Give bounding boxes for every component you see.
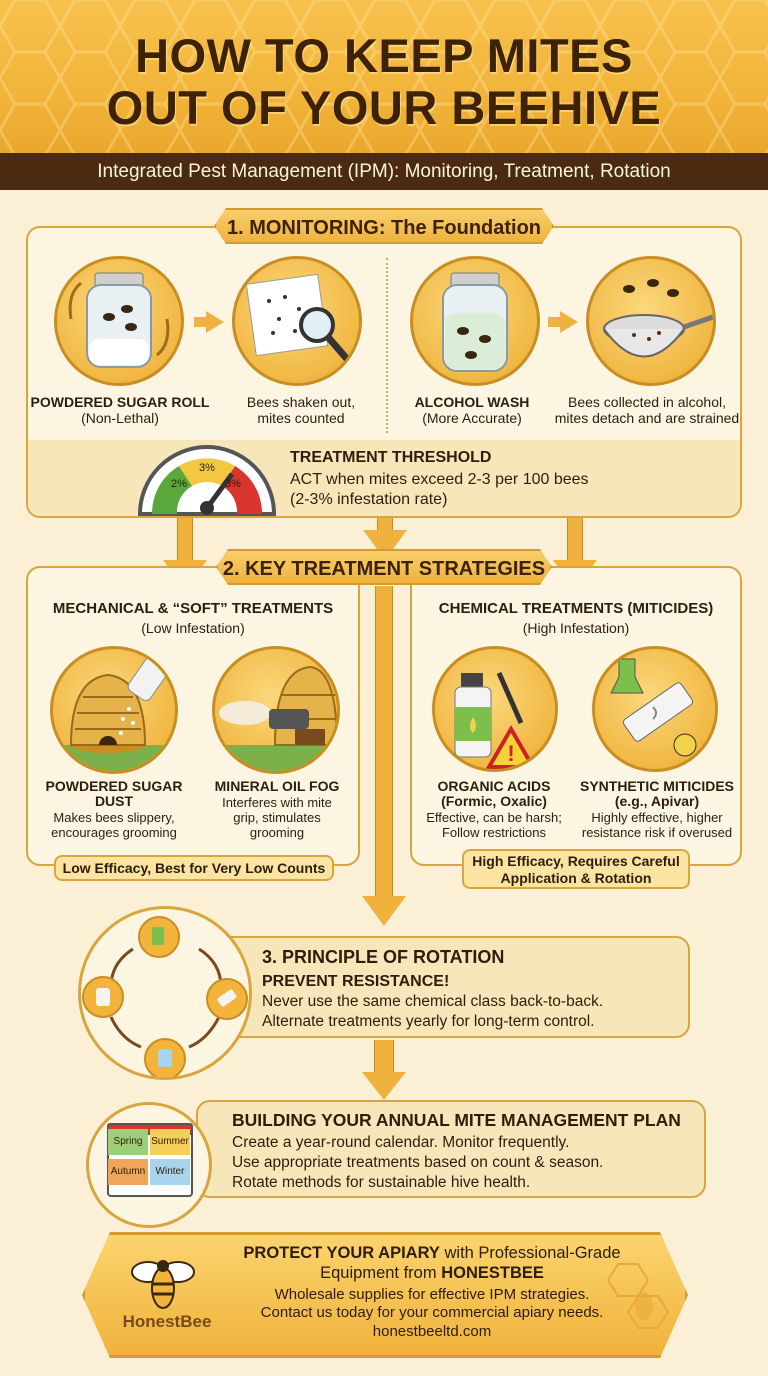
sugar-dust-skep-icon [50,646,178,774]
mite-count-paper-icon [232,256,362,386]
footer-line-2: Equipment from HONESTBEE [212,1263,652,1283]
rotation-line-1: Never use the same chemical class back-t… [262,993,604,1010]
season-winter: Winter [150,1159,190,1185]
oil-fogger-icon [212,646,340,774]
treatments-heading: 2. KEY TREATMENT STRATEGIES [216,549,552,585]
footer-line-1: PROTECT YOUR APIARY with Professional-Gr… [212,1243,652,1263]
synthetic-miticide-strip-icon [592,646,718,772]
organic-acids-title-2: (Formic, Oxalic) [441,793,547,809]
honeycomb-pattern [0,0,768,156]
monitoring-heading: 1. MONITORING: The Foundation [214,208,554,244]
gauge-label-3a: 3% [199,462,215,474]
arrow-shaft [567,518,583,562]
plan-panel [196,1100,706,1198]
footer-line-2-bold: HONESTBEE [441,1264,544,1282]
gauge-label-3b: 3% [225,478,241,490]
arrow-shaft [374,1040,394,1074]
collected-line-1: Bees collected in alcohol, [568,394,726,410]
divider [386,258,388,433]
season-autumn: Autumn [108,1159,148,1185]
arrow-shaft [177,518,193,562]
sugar-roll-subtitle: (Non-Lethal) [81,410,159,426]
shaken-line-1: Bees shaken out, [246,394,356,410]
svg-text:!: ! [507,741,514,766]
alcohol-wash-title: ALCOHOL WASH [414,394,530,410]
chemical-title: CHEMICAL TREATMENTS (MITICIDES) [438,600,714,617]
subtitle-band: Integrated Pest Management (IPM): Monito… [0,153,768,190]
synthetic-miticides-title-1: SYNTHETIC MITICIDES [579,778,734,794]
collected-line-2: mites detach and are strained [554,410,740,426]
oil-fog-title: MINERAL OIL FOG [214,778,340,794]
threshold-line-2: (2-3% infestation rate) [290,491,448,508]
threshold-gauge-icon [137,445,277,516]
honeycomb-decor-icon [606,1263,670,1329]
plan-line-3: Rotate methods for sustainable hive heal… [232,1174,531,1191]
footer-line-4: Contact us today for your commercial api… [260,1304,604,1321]
sugar-dust-line-1: Makes bees slippery, [53,810,175,825]
sugar-dust-title-1: POWDERED SUGAR [45,778,183,794]
season-summer: Summer [150,1129,190,1155]
plan-heading: BUILDING YOUR ANNUAL MITE MANAGEMENT PLA… [232,1110,681,1130]
arrow-down-icon [362,896,406,926]
organic-acids-line-2: Follow restrictions [441,825,547,840]
rotation-panel [206,936,690,1038]
arrow-shaft [377,518,393,532]
sugar-dust-title-2: DUST [94,793,134,809]
footer-line-1-bold: PROTECT YOUR APIARY [243,1244,440,1262]
chemical-subtitle: (High Infestation) [522,620,630,636]
organic-acids-line-1: Effective, can be harsh; [426,810,562,825]
footer-line-2-rest: Equipment from [320,1264,442,1282]
low-efficacy-badge: Low Efficacy, Best for Very Low Counts [54,855,334,881]
threshold-line-1: ACT when mites exceed 2-3 per 100 bees [290,471,589,488]
mechanical-subtitle: (Low Infestation) [141,620,245,636]
organic-acids-title-1: ORGANIC ACIDS [437,778,551,794]
plan-line-2: Use appropriate treatments based on coun… [232,1154,604,1171]
organic-acid-bottle-icon: ! [432,646,558,772]
rotation-subheading: PREVENT RESISTANCE! [262,973,450,990]
bee-logo-icon [131,1260,195,1309]
footer-banner [82,1232,688,1358]
header-banner: HOW TO KEEP MITES OUT OF YOUR BEEHIVE [0,0,768,156]
central-arrow-shaft [375,586,393,898]
gauge-label-2: 2% [171,478,187,490]
honestbee-logo-text: HonestBee [122,1312,212,1331]
high-efficacy-badge: High Efficacy, Requires Careful Applicat… [462,849,690,889]
mechanical-title: MECHANICAL & “SOFT” TREATMENTS [52,600,334,617]
arrow-right-icon [548,311,578,333]
alcohol-wash-jar-icon [410,256,540,386]
title-line-2: OUT OF YOUR BEEHIVE [106,81,662,134]
strainer-icon [586,256,716,386]
arrow-right-icon [194,311,224,333]
rotation-line-2: Alternate treatments yearly for long-ter… [262,1013,595,1030]
footer-line-1-rest: with Professional-Grade [439,1244,621,1262]
sugar-dust-line-2: encourages grooming [51,825,177,840]
footer-line-3: Wholesale supplies for effective IPM str… [274,1286,590,1303]
sugar-roll-title: POWDERED SUGAR ROLL [30,394,210,410]
alcohol-wash-subtitle: (More Accurate) [422,410,522,426]
high-efficacy-line-1: High Efficacy, Requires Careful [472,853,680,869]
shaken-line-2: mites counted [257,410,345,426]
arrow-down-icon [362,1072,406,1100]
sugar-roll-jar-icon [54,256,184,386]
title-line-1: HOW TO KEEP MITES [135,29,633,82]
oil-fog-line-2: grip, stimulates [233,810,321,825]
synthetic-miticides-line-1: Highly effective, higher [591,810,723,825]
page-title: HOW TO KEEP MITES OUT OF YOUR BEEHIVE [0,30,768,134]
synthetic-miticides-title-2: (e.g., Apivar) [614,793,700,809]
synthetic-miticides-line-2: resistance risk if overused [581,825,733,840]
threshold-title: TREATMENT THRESHOLD [290,449,492,466]
plan-line-1: Create a year-round calendar. Monitor fr… [232,1134,570,1151]
calendar-circle [86,1102,212,1228]
rotation-cycle-icon [78,906,252,1080]
rotation-heading: 3. PRINCIPLE OF ROTATION [262,947,505,967]
oil-fog-line-1: Interferes with mite [222,795,332,810]
oil-fog-line-3: grooming [249,825,305,840]
high-efficacy-line-2: Application & Rotation [500,870,652,886]
season-spring: Spring [108,1129,148,1155]
footer-url-link[interactable]: honestbeeltd.com [372,1323,492,1340]
